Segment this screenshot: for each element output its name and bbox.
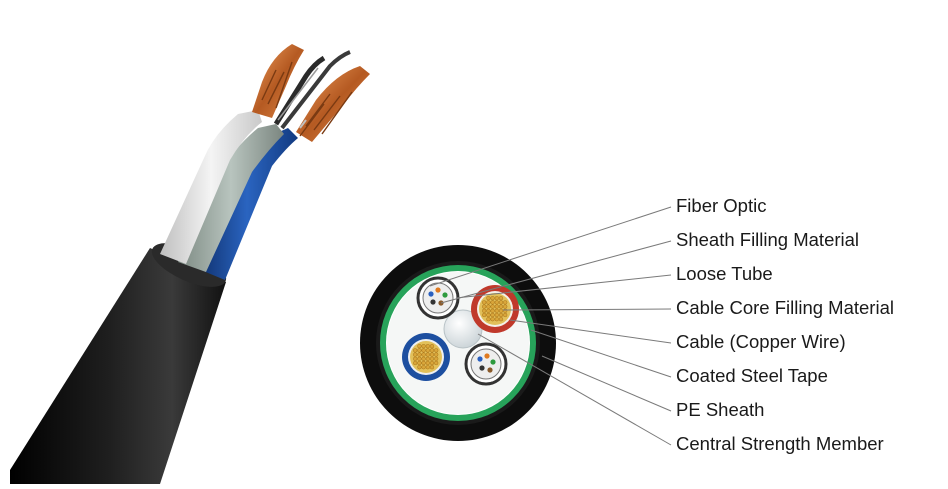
loose-tube-bottom (464, 342, 508, 386)
copper-strand (429, 365, 435, 370)
copper-strand (482, 312, 487, 318)
copper-strand (417, 360, 422, 366)
copper-strand (490, 308, 495, 313)
copper-strand (413, 352, 418, 357)
copper-strand (425, 360, 430, 366)
copper-strand (434, 352, 439, 357)
copper-strand (490, 300, 495, 305)
copper-strand (486, 317, 491, 322)
leader-loose-tube (455, 274, 672, 299)
label-coated-steel-tape: Coated Steel Tape (676, 365, 828, 386)
copper-strand (417, 356, 422, 361)
label-sheath-filling-material: Sheath Filling Material (676, 229, 860, 250)
label-fiber-optic: Fiber Optic (676, 195, 767, 216)
copper-strand (498, 308, 504, 313)
copper-strand (425, 356, 430, 361)
copper-strand (494, 304, 499, 309)
copper-cable-blue (402, 333, 450, 381)
copper-strand (421, 360, 426, 366)
copper-strand (413, 356, 418, 361)
copper-strand (486, 304, 491, 309)
leader-lines (429, 206, 672, 446)
copper-strand (486, 296, 491, 301)
copper-strand (494, 308, 499, 313)
copper-strand (417, 344, 422, 349)
copper-strand (498, 312, 504, 318)
copper-strand (498, 317, 504, 322)
leader-central-member (477, 333, 672, 446)
copper-strand (421, 348, 426, 353)
label-loose-tube: Loose Tube (676, 263, 773, 284)
copper-strand (498, 304, 504, 309)
copper-strand (482, 304, 487, 309)
leader-copper-wire (509, 319, 672, 344)
copper-strand (425, 348, 430, 353)
copper-strand (425, 365, 430, 370)
leader-pe-sheath (541, 355, 672, 412)
copper-strand (503, 304, 508, 309)
copper-strand (494, 317, 499, 322)
copper-strand (490, 312, 495, 318)
copper-strand (434, 356, 439, 361)
copper-strand (417, 365, 422, 370)
copper-strand (429, 348, 435, 353)
copper-strand (429, 344, 435, 349)
copper-strand (434, 360, 439, 366)
copper-strand (421, 344, 426, 349)
copper-strand (490, 304, 495, 309)
copper-strand (503, 300, 508, 305)
label-central-strength-member: Central Strength Member (676, 433, 884, 454)
copper-strand (429, 356, 435, 361)
copper-strand (421, 352, 426, 357)
copper-strand (486, 300, 491, 305)
label-pe-sheath: PE Sheath (676, 399, 765, 420)
leader-core-filling (502, 308, 672, 311)
copper-strand (498, 296, 504, 301)
copper-strand (413, 360, 418, 366)
cable-photo (10, 44, 370, 484)
leader-sheath-filling (440, 240, 672, 304)
copper-strand (421, 365, 426, 370)
loose-tube-top (416, 276, 460, 320)
copper-strand (429, 360, 435, 366)
copper-strand (486, 308, 491, 313)
copper-strand (494, 296, 499, 301)
label-cable-core-filling-material: Cable Core Filling Material (676, 297, 894, 318)
label-cable-copper-wire: Cable (Copper Wire) (676, 331, 846, 352)
copper-strand (482, 308, 487, 313)
copper-strand (498, 300, 504, 305)
copper-strand (421, 356, 426, 361)
copper-strand (503, 308, 508, 313)
copper-strand (490, 296, 495, 301)
copper-strand (413, 348, 418, 353)
copper-strand (429, 352, 435, 357)
copper-strand (490, 317, 495, 322)
copper-strand (425, 344, 430, 349)
copper-strand (494, 300, 499, 305)
copper-strand (503, 312, 508, 318)
copper-strand (417, 352, 422, 357)
copper-strand (425, 352, 430, 357)
copper-strand (494, 312, 499, 318)
copper-strand (434, 348, 439, 353)
leader-steel-tape (530, 329, 672, 378)
copper-strand (482, 300, 487, 305)
leader-fiber-optic (429, 206, 672, 287)
copper-strand (486, 312, 491, 318)
cross-section (360, 245, 556, 441)
copper-strand (417, 348, 422, 353)
